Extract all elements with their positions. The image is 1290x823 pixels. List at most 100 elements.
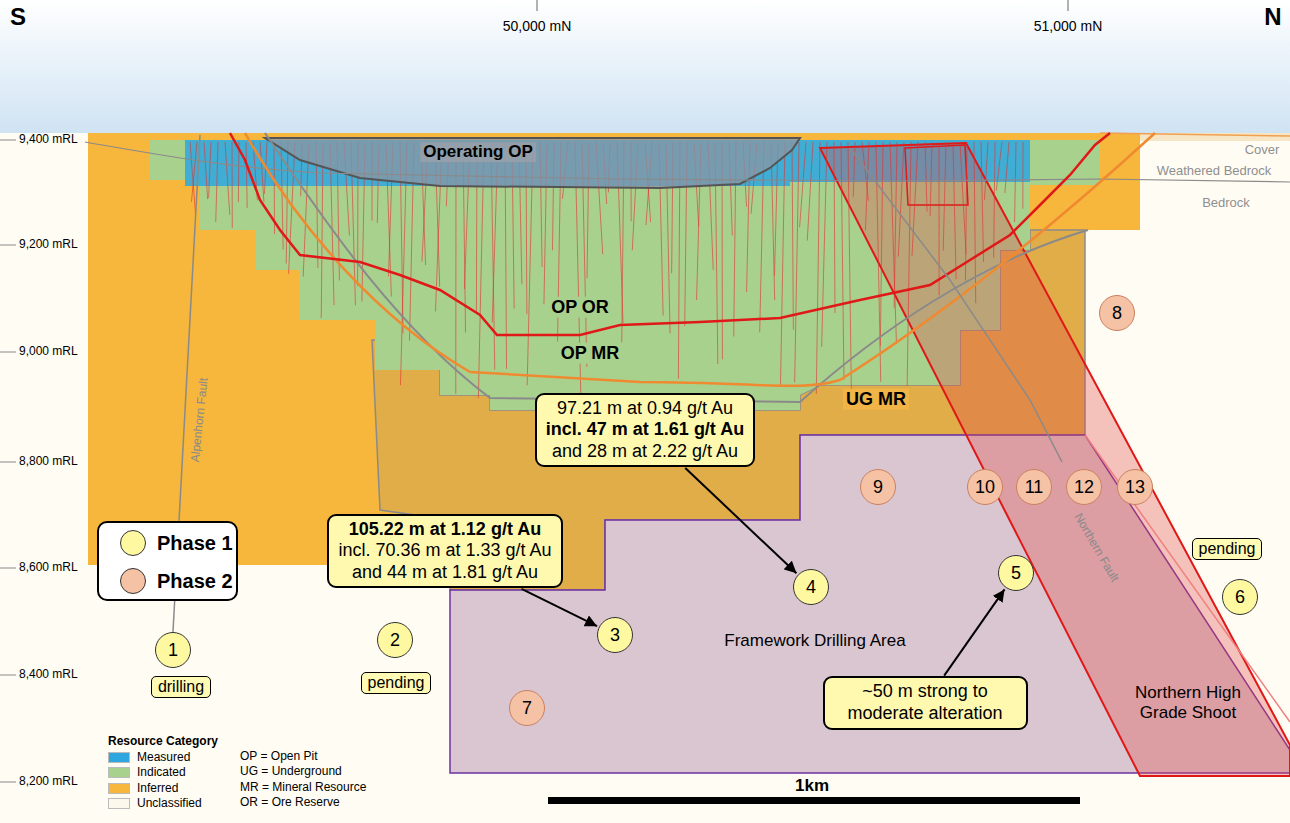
callout-line: and 28 m at 2.22 g/t Au	[546, 441, 744, 463]
pit-label: Operating OP	[420, 142, 536, 162]
drillhole-marker: 9	[860, 469, 896, 505]
area-label: Northern High Grade Shoot	[1133, 683, 1243, 722]
elevation-label: 8,800 mRL	[19, 455, 78, 469]
drillhole-marker: 5	[998, 555, 1034, 591]
drill-trace	[890, 142, 896, 344]
operating-pit	[265, 138, 800, 188]
elevation-label: 9,400 mRL	[19, 133, 78, 147]
drill-trace	[960, 142, 966, 254]
status-tag: pending	[1192, 538, 1263, 560]
node-text: 2	[390, 630, 400, 651]
drill-trace	[865, 142, 869, 230]
drill-trace	[1005, 142, 1009, 193]
category-swatch	[108, 783, 130, 794]
node-text: 10	[975, 477, 995, 498]
northing-tick	[1068, 0, 1069, 11]
node-text: 12	[1074, 477, 1094, 498]
drill-trace	[939, 142, 940, 295]
node-text: pending	[368, 674, 425, 692]
drill-trace	[816, 142, 820, 394]
high-grade-shoot	[820, 143, 1290, 776]
zone-label: UG MR	[843, 389, 909, 410]
node-text: 13	[1125, 477, 1145, 498]
node-text: drilling	[158, 678, 204, 696]
category-swatch	[108, 767, 130, 778]
scale-label: 1km	[795, 776, 829, 796]
legend-heading: Resource Category	[108, 735, 218, 749]
legend-text: Measured	[137, 750, 190, 764]
legend-text: Inferred	[137, 781, 178, 795]
sky-band	[0, 0, 1290, 133]
drill-trace	[912, 142, 918, 256]
category-swatch	[108, 752, 130, 763]
drill-trace	[792, 142, 793, 330]
phase-swatch	[120, 530, 146, 556]
phase-swatch	[120, 568, 146, 594]
elevation-label: 8,600 mRL	[19, 561, 78, 575]
drill-trace	[898, 142, 904, 256]
abbreviation-note: UG = Underground	[240, 765, 342, 779]
callout-line: incl. 70.36 m at 1.33 g/t Au	[338, 540, 551, 562]
drill-trace	[943, 142, 946, 251]
drill-trace	[994, 142, 995, 258]
drill-trace	[260, 142, 264, 202]
drill-trace	[848, 142, 851, 395]
drill-trace	[190, 142, 196, 216]
drill-trace	[216, 142, 218, 222]
result-callout: ~50 m strong to moderate alteration	[823, 676, 1028, 729]
node-text: 11	[1025, 477, 1044, 498]
drill-trace	[834, 142, 836, 313]
result-callout: 105.22 m at 1.12 g/t Auincl. 70.36 m at …	[327, 514, 562, 589]
node-text: 8	[1112, 303, 1122, 324]
drill-trace	[965, 142, 967, 280]
compass-letter: N	[1264, 3, 1281, 31]
drill-trace	[996, 142, 1002, 190]
drill-trace	[880, 142, 883, 346]
layer-label: Weathered Bedrock	[1157, 164, 1272, 179]
drill-trace	[853, 142, 855, 197]
pit-shell	[245, 133, 1155, 386]
callout-line: 97.21 m at 0.94 g/t Au	[546, 398, 744, 420]
drill-trace	[841, 142, 844, 380]
northing-label: 50,000 mN	[503, 18, 571, 34]
drill-trace	[907, 142, 911, 386]
drillhole-marker: 4	[793, 569, 829, 605]
drillhole-marker: 3	[597, 617, 633, 653]
abbreviation-note: OP = Open Pit	[240, 750, 318, 764]
drillhole-marker: 13	[1117, 469, 1153, 505]
callout-line: and 44 m at 1.81 g/t Au	[338, 562, 551, 584]
node-text: 9	[873, 477, 883, 498]
abbreviation-note: MR = Mineral Resource	[240, 781, 366, 795]
drillhole-marker: 11	[1016, 469, 1052, 505]
drillhole-marker: 2	[377, 622, 413, 658]
compass-letter: S	[10, 3, 26, 31]
callout-line: ~50 m strong to moderate alteration	[834, 681, 1017, 724]
drillhole-marker: 1	[155, 632, 191, 668]
legend-text: Indicated	[137, 765, 186, 779]
northing-label: 51,000 mN	[1034, 18, 1102, 34]
northing-tick	[537, 0, 538, 11]
status-tag: drilling	[151, 676, 211, 698]
drillhole-marker: 7	[509, 690, 545, 726]
layer-label: Cover	[1245, 143, 1280, 158]
drill-trace	[953, 142, 956, 279]
mr-pit-shell	[265, 133, 1088, 402]
drillhole-marker: 10	[967, 469, 1003, 505]
ore-reserve-pit	[230, 133, 1110, 335]
cover-line	[1100, 133, 1290, 136]
node-text: pending	[1199, 540, 1256, 558]
drill-trace	[232, 142, 233, 228]
drill-trace	[1022, 142, 1023, 209]
drill-trace	[981, 142, 984, 262]
legend-text: Phase 1	[157, 532, 233, 555]
callout-arrow	[944, 589, 1004, 675]
elevation-label: 8,400 mRL	[19, 668, 78, 682]
node-text: 1	[168, 640, 178, 661]
legend-text: Unclassified	[137, 796, 202, 810]
node-text: 3	[610, 625, 620, 646]
legend-text: Phase 2	[157, 570, 233, 593]
scale-bar	[548, 797, 1080, 804]
node-text: 4	[806, 577, 816, 598]
drill-trace	[822, 142, 827, 347]
